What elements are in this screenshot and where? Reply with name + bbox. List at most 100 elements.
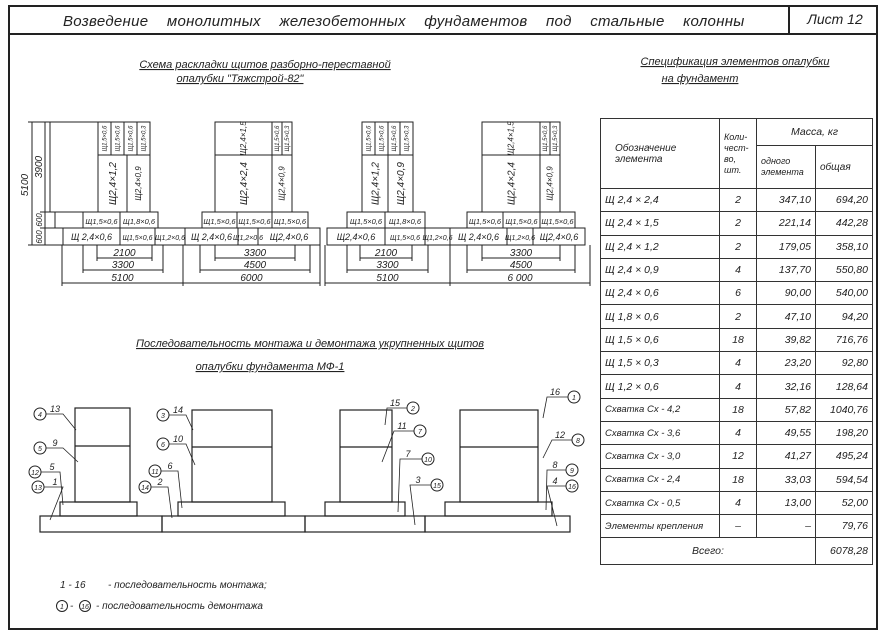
callout: 59: [33, 438, 79, 463]
cell-total: 716,76: [815, 327, 873, 353]
panel-label: Щ1,5×0,3: [285, 125, 291, 151]
dimension-label: 5100: [111, 273, 134, 284]
cell-name: Щ 1,5 × 0,6: [600, 327, 720, 353]
cell-qty: –: [719, 514, 757, 539]
callout: 116: [542, 387, 581, 419]
cell-qty: 2: [719, 234, 757, 259]
cell-total: 495,24: [815, 444, 873, 469]
legend-dismount-to: 16: [81, 604, 89, 611]
cell-qty: 6: [719, 281, 757, 306]
panel-label: Щ1,5×0,6: [541, 217, 574, 226]
total-value: 6078,28: [815, 537, 873, 566]
dim-3900: 3900: [34, 155, 45, 178]
panel-label: Щ1,5×0,6: [505, 217, 538, 226]
cell-one: 49,55: [756, 420, 816, 446]
panel-label: Щ 2,4×0,6: [191, 232, 232, 242]
cell-total: 52,00: [815, 490, 873, 516]
mount-number: 9: [52, 438, 57, 448]
panel-label: Щ2,4×0,9: [396, 162, 407, 205]
legend: 1 - 16 - последовательность монтажа; 1 -…: [56, 580, 267, 612]
cell-qty: 2: [719, 211, 757, 236]
sequence-title: Последовательность монтажа и демонтажа у…: [136, 338, 484, 350]
callout: 125: [28, 462, 64, 506]
layout-scheme-subtitle: опалубки "Тяжстрой-82": [177, 73, 305, 85]
mount-number: 14: [173, 405, 183, 415]
panel-label: Щ 2,4×0,6: [71, 232, 112, 242]
cell-qty: 4: [719, 351, 757, 376]
panel-label: Щ1,2×0,6: [155, 235, 185, 242]
foundation-elevation: [39, 407, 571, 533]
callout: 98: [545, 460, 579, 511]
callout: 16 4: [546, 476, 579, 527]
legend-dismount-text: - последовательность демонтажа: [96, 601, 263, 612]
cell-one: 221,14: [756, 211, 816, 236]
panel-label: Щ2,4×0,9: [546, 166, 555, 201]
dim-600: 600: [35, 230, 44, 244]
callout: 413: [33, 404, 77, 431]
mount-number: 13: [50, 404, 60, 414]
panel-label: Щ1,5×0,6: [129, 125, 135, 151]
panel-label: Щ1,5×0,6: [390, 235, 420, 242]
panel-label: Щ2,4×0,6: [540, 232, 579, 242]
dimension-label: 6000: [240, 273, 263, 284]
mount-number: 4: [552, 476, 557, 486]
cell-name: Щ 2,4 × 0,6: [600, 281, 720, 306]
header-mass-total: общая: [815, 145, 873, 189]
cell-name: Щ 2,4 × 0,9: [600, 257, 720, 283]
dimension-label: 6 000: [507, 273, 532, 284]
dismount-number: 8: [576, 438, 580, 445]
header-qty: Коли-чест-во, шт.: [719, 118, 757, 189]
panel-label: Щ1,8×0,6: [123, 217, 156, 226]
callouts: 4135912513131461011614221571110715311681…: [28, 387, 585, 527]
panel-label: Щ1,8×0,6: [389, 217, 422, 226]
cell-name: Схватка Сх - 4,2: [600, 397, 720, 422]
legend-mount-text: - последовательность монтажа;: [108, 580, 267, 591]
mount-number: 12: [555, 430, 565, 440]
dim-5100: 5100: [20, 173, 31, 196]
mount-number: 10: [173, 434, 183, 444]
cell-name: Схватка Сх - 2,4: [600, 467, 720, 492]
callout: 153: [409, 475, 444, 526]
callout: 116: [148, 461, 183, 509]
dismount-number: 16: [568, 484, 576, 491]
dismount-number: 3: [161, 413, 165, 420]
table-row: Элементы крепления––79,76: [600, 514, 873, 539]
cell-name: Схватка Сх - 3,6: [600, 420, 720, 446]
sheet-title: Возведение монолитных железобетонных фун…: [63, 13, 745, 30]
panel-label: Щ1,5×0,6: [103, 125, 109, 151]
cell-one: 90,00: [756, 281, 816, 306]
cell-qty: 4: [719, 257, 757, 283]
cell-one: 137,70: [756, 257, 816, 283]
dismount-number: 5: [38, 446, 42, 453]
cell-name: Щ 1,8 × 0,6: [600, 304, 720, 329]
cell-one: 57,82: [756, 397, 816, 422]
header-mass: Масса, кг: [756, 118, 873, 146]
panel-label: Щ1,5×0,6: [380, 125, 386, 151]
dismount-number: 11: [151, 469, 158, 476]
cell-one: 33,03: [756, 467, 816, 492]
cell-qty: 2: [719, 304, 757, 329]
callout: 711: [381, 421, 427, 463]
dimension-label: 3300: [376, 260, 399, 271]
dimension-label: 4500: [510, 260, 533, 271]
callout: 8 12: [542, 430, 585, 459]
dismount-number: 6: [161, 442, 165, 449]
spec-table: Обозначение элемента Коли-чест-во, шт. М…: [600, 118, 873, 566]
cell-one: 23,20: [756, 351, 816, 376]
dimension-label: 3300: [244, 248, 267, 259]
dismount-number: 14: [141, 485, 149, 492]
mount-number: 7: [405, 449, 411, 459]
cell-qty: 4: [719, 420, 757, 446]
cell-name: Щ 2,4 × 1,2: [600, 234, 720, 259]
callout: 215: [384, 398, 420, 426]
cell-total: 694,20: [815, 187, 873, 213]
panel-label: Щ1,5×0,3: [553, 125, 559, 151]
cell-name: Щ 1,5 × 0,3: [600, 351, 720, 376]
mount-number: 1: [52, 477, 57, 487]
